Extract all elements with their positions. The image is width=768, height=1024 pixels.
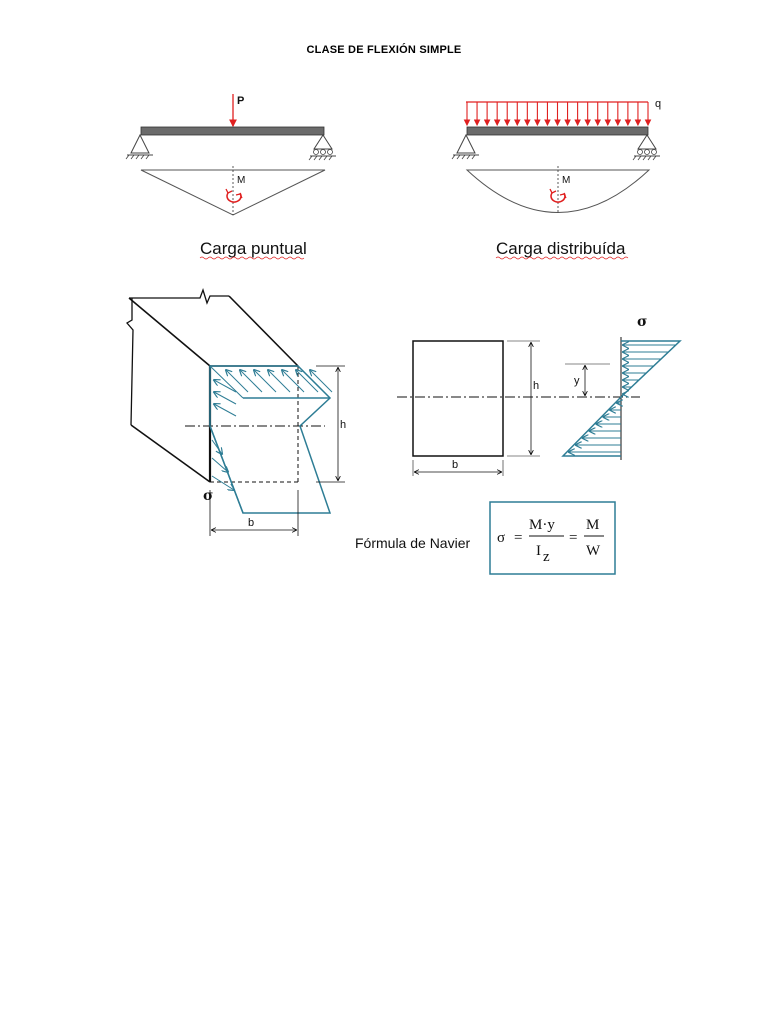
roller-support [308, 134, 336, 161]
stress-prism [209, 365, 333, 514]
linear-stress-diagram [561, 340, 682, 457]
formula-denominator-1: I [536, 543, 541, 559]
section-stress-label: σ [637, 314, 647, 330]
formula-equals-1: = [514, 530, 522, 546]
formula-sigma: σ [497, 530, 505, 546]
tension-arrow [211, 439, 222, 454]
cross-section-rect [412, 340, 504, 457]
moment-label: M [237, 175, 245, 186]
cross-section-diagram: h b y σ [397, 314, 682, 476]
point-load-caption: Carga puntual [200, 239, 307, 258]
beam [466, 126, 649, 136]
beam [140, 126, 325, 136]
navier-formula-label: Fórmula de Navier [355, 535, 470, 551]
roller-support [632, 134, 660, 161]
point-load-label: P [237, 95, 244, 107]
y-label: y [574, 375, 580, 387]
compression-arrow [214, 380, 237, 393]
formula-denominator-1-subscript: z [543, 549, 550, 565]
moment-label: M [562, 175, 570, 186]
beam-3d-stress-diagram: h b σ [126, 287, 346, 536]
compression-arrow [226, 370, 249, 393]
tension-arrow [211, 475, 234, 490]
distributed-load-label: q [655, 98, 661, 110]
section-width-label: b [452, 459, 458, 471]
point-load-diagram: P M Carga puntual [125, 94, 336, 260]
compression-arrow [240, 370, 263, 393]
formula-numerator-1: M·y [529, 517, 555, 533]
spellcheck-underline [495, 256, 629, 260]
stress-arrows [569, 345, 676, 452]
beam-stress-label: σ [203, 488, 213, 504]
compression-arrow [296, 370, 319, 393]
section-height-label: h [533, 380, 539, 392]
formula-box [489, 501, 616, 575]
moment-diagram-triangular [140, 169, 326, 216]
pinned-support [125, 133, 153, 160]
formula-equals-2: = [569, 530, 577, 546]
moment-rotation-icon [225, 188, 243, 203]
moment-rotation-icon [549, 188, 567, 203]
formula-denominator-2: W [586, 543, 601, 559]
beam-width-label: b [248, 517, 254, 529]
page-title: CLASE DE FLEXIÓN SIMPLE [306, 44, 462, 56]
compression-arrow [214, 392, 237, 405]
beam-height-label: h [340, 419, 346, 431]
distributed-load-caption: Carga distribuída [496, 239, 626, 258]
compression-arrow [310, 370, 333, 393]
spellcheck-underline [199, 256, 305, 260]
tension-arrow [211, 457, 228, 472]
compression-arrow [254, 370, 277, 393]
formula-numerator-2: M [586, 517, 599, 533]
distributed-load-diagram: q M Carga distribuída [451, 98, 661, 260]
compression-arrow [268, 370, 291, 393]
compression-arrow [282, 370, 305, 393]
distributed-load-arrows [463, 102, 652, 127]
compression-arrow [214, 404, 237, 417]
pinned-support [451, 133, 479, 160]
navier-formula: Fórmula de Navier σ = M·y I z = M W [355, 501, 616, 575]
